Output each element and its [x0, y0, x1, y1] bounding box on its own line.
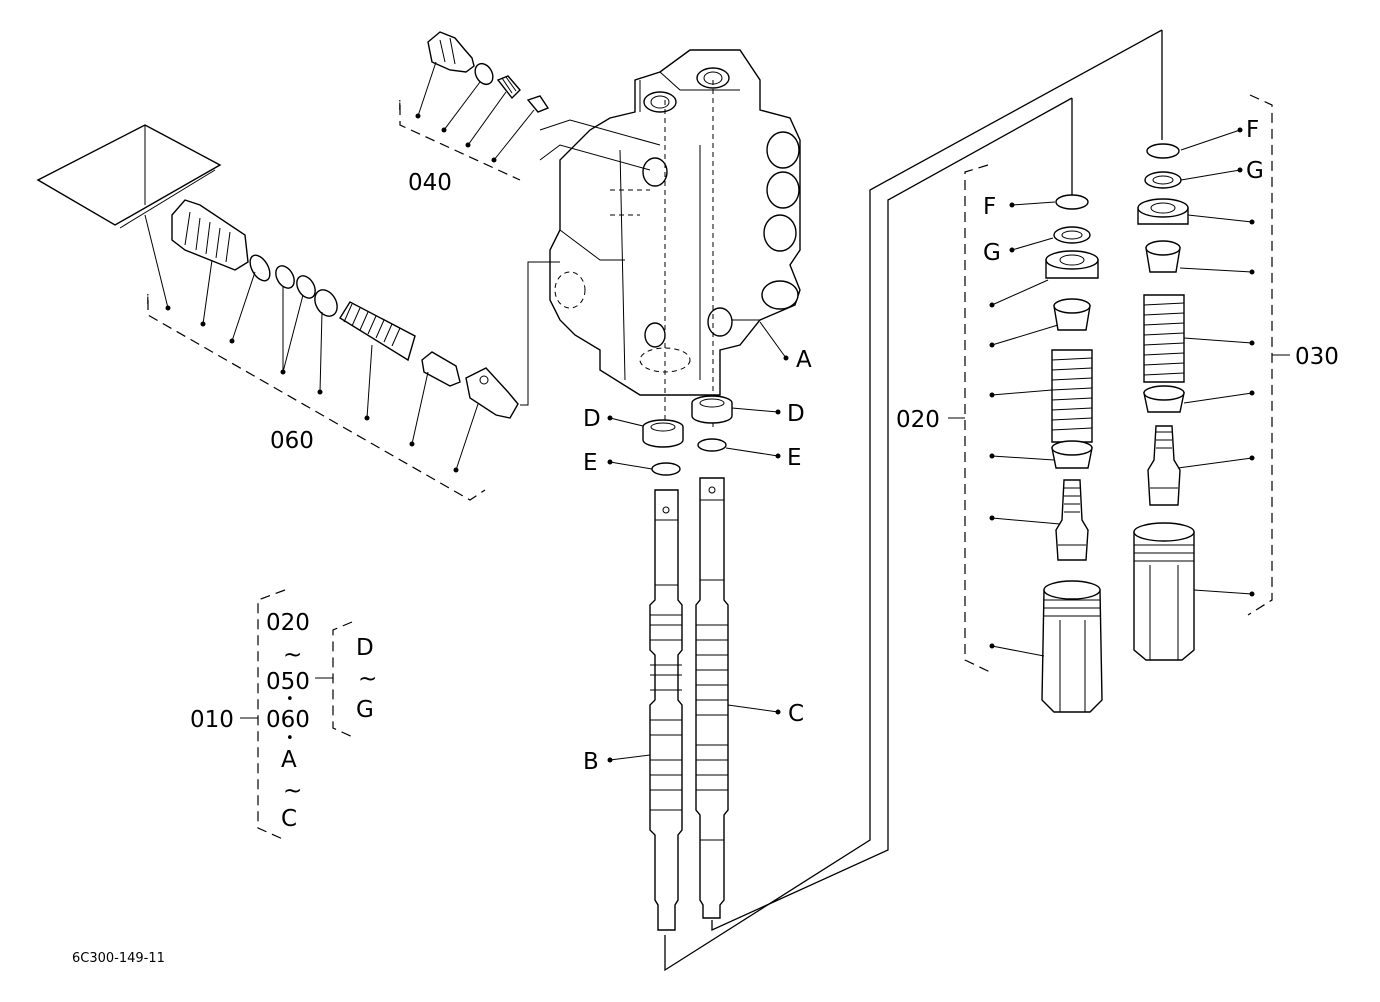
label-040: 040	[408, 170, 452, 196]
leader-060-body	[520, 261, 560, 406]
label-G-030: G	[1246, 158, 1264, 184]
legend-010: 020 ~ 050 • 060 • A ~ C D ~ G 010	[190, 589, 377, 841]
marker-i-040: i	[398, 99, 402, 114]
label-E-right: E	[787, 445, 802, 471]
legend-tilde-2: ~	[283, 778, 302, 804]
label-E-left: E	[583, 450, 598, 476]
label-030: 030	[1295, 344, 1339, 370]
assembly-020: F G 020	[896, 164, 1103, 713]
leader-040-body	[539, 119, 661, 171]
assembly-060: i 060	[36, 124, 519, 501]
legend-050: 050	[266, 669, 310, 695]
legend-tilde-3: ~	[358, 666, 377, 692]
legend-010: 010	[190, 707, 234, 733]
valve-body	[549, 49, 801, 430]
label-020: 020	[896, 407, 940, 433]
marker-i-060: i	[146, 293, 150, 308]
spool-group: D E D E A B C	[583, 321, 812, 931]
legend-D: D	[356, 635, 374, 661]
legend-C: C	[281, 806, 297, 832]
frame-line-inner	[711, 97, 1073, 932]
frame-line-outer	[664, 29, 1163, 972]
sheet-document	[36, 124, 222, 226]
label-060: 060	[270, 428, 314, 454]
label-D-left: D	[583, 406, 601, 432]
legend-020: 020	[266, 610, 310, 636]
legend-bullet-1: •	[286, 692, 294, 707]
label-A: A	[796, 347, 812, 373]
label-D-right: D	[787, 401, 805, 427]
label-C: C	[788, 701, 804, 727]
assembly-040: i 040	[398, 31, 550, 196]
label-F-020: F	[983, 194, 996, 220]
legend-G: G	[356, 697, 374, 723]
legend-A: A	[281, 747, 297, 773]
label-B: B	[583, 749, 599, 775]
assembly-030: F G 030	[1133, 94, 1339, 661]
legend-bullet-2: •	[286, 731, 294, 746]
label-F-030: F	[1246, 117, 1259, 143]
label-G-020: G	[983, 240, 1001, 266]
drawing-id: 6C300-149-11	[72, 951, 165, 966]
legend-tilde-1: ~	[283, 642, 302, 668]
legend-060: 060	[266, 707, 310, 733]
